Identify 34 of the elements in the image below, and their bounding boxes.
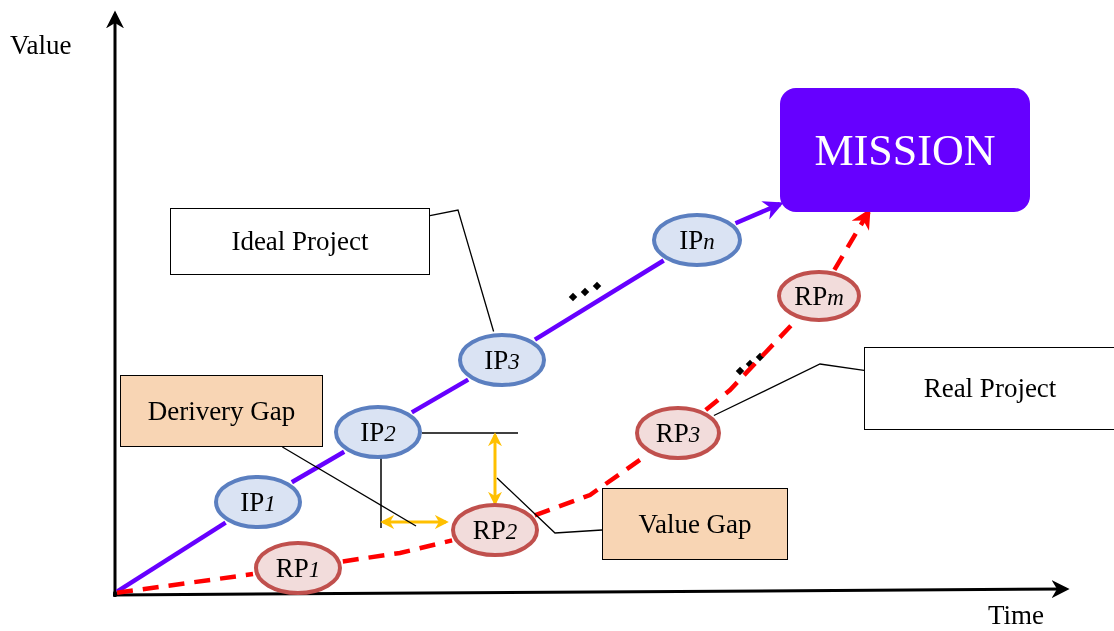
project-label: IPn — [679, 224, 715, 256]
mission-box — [780, 88, 1030, 212]
callout-box — [602, 488, 788, 560]
leader-line — [429, 209, 495, 333]
arrow — [734, 201, 784, 226]
origin-point — [113, 591, 117, 595]
leader-line — [496, 477, 603, 534]
box-label: Real Project — [923, 373, 1057, 404]
project-label: RPm — [794, 280, 844, 312]
box-label: Derivery Gap — [147, 395, 296, 427]
project-label: RP1 — [275, 552, 321, 584]
box-label: Ideal Project — [231, 226, 369, 257]
project-ellipse — [777, 270, 861, 322]
project-label: RP3 — [655, 417, 701, 449]
project-label: RP2 — [472, 514, 518, 546]
leader-line — [713, 363, 865, 417]
box-label: Value Gap — [638, 508, 752, 540]
project-ellipse — [652, 213, 742, 267]
project-ellipse — [451, 503, 539, 557]
project-ellipse — [214, 475, 302, 529]
project-ellipse — [458, 333, 546, 387]
callout-box — [864, 347, 1114, 430]
project-label: IP1 — [240, 486, 276, 518]
axis-label: Value — [10, 30, 72, 61]
project-label: IP2 — [360, 416, 396, 448]
project-ellipse — [635, 406, 721, 460]
callout-box — [120, 375, 323, 447]
project-ellipse — [254, 541, 342, 595]
box-label: MISSION — [814, 124, 996, 176]
project-label: IP3 — [484, 344, 520, 376]
axis-label: Time — [988, 600, 1045, 631]
leader-line — [281, 446, 417, 527]
callout-box — [170, 208, 430, 275]
project-ellipse — [334, 405, 422, 459]
